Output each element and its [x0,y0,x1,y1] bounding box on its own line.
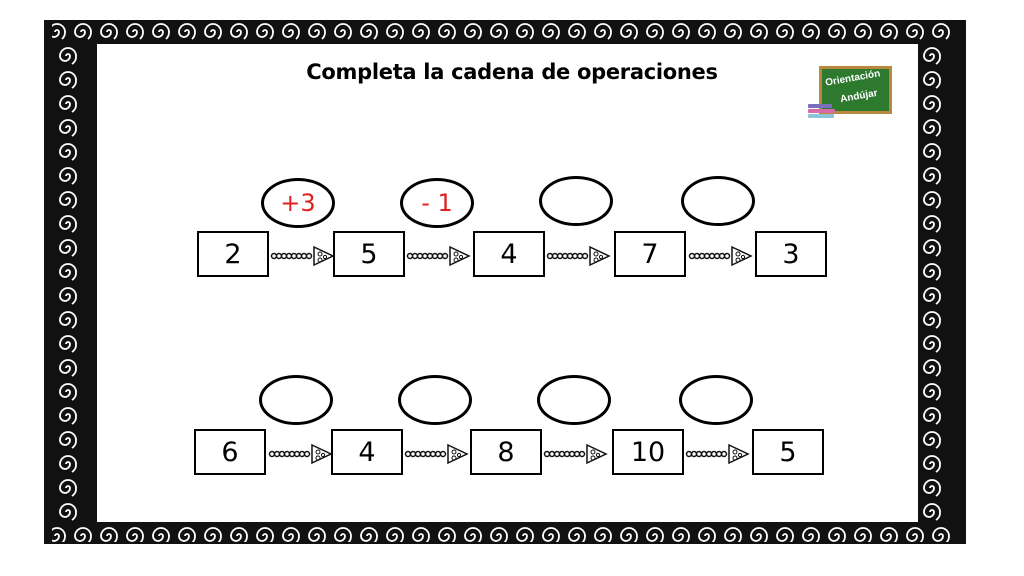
operation-oval[interactable] [539,176,613,226]
number-box: 3 [755,231,827,277]
chain-arrow-icon [688,245,753,267]
chalkboard-icon: Orientación Andújar [819,66,892,114]
chain-arrow-icon [268,443,333,465]
logo-text-line2: Andújar [839,87,879,106]
number-box: 10 [612,429,684,475]
number-box: 4 [331,429,403,475]
operation-oval[interactable]: - 1 [400,178,474,228]
logo-text-line1: Orientación [824,68,882,89]
books-icon [808,104,836,118]
operation-oval[interactable] [681,176,755,226]
spiral-border-pattern [52,22,960,542]
number-box: 8 [470,429,542,475]
operation-oval[interactable] [398,375,472,425]
operation-oval[interactable] [259,375,333,425]
page-title: Completa la cadena de operaciones [306,60,718,84]
operation-oval[interactable] [537,375,611,425]
operation-oval[interactable] [679,375,753,425]
operation-oval[interactable]: +3 [261,178,335,228]
chain-arrow-icon [270,245,335,267]
logo: Orientación Andújar [808,64,894,120]
chain-arrow-icon [546,245,611,267]
number-box: 6 [194,429,266,475]
chain-arrow-icon [685,443,750,465]
chain-arrow-icon [406,245,471,267]
number-box: 5 [333,231,405,277]
chain-arrow-icon [404,443,469,465]
number-box: 4 [473,231,545,277]
number-box: 7 [614,231,686,277]
number-box: 2 [197,231,269,277]
chain-arrow-icon [543,443,608,465]
number-box: 5 [752,429,824,475]
